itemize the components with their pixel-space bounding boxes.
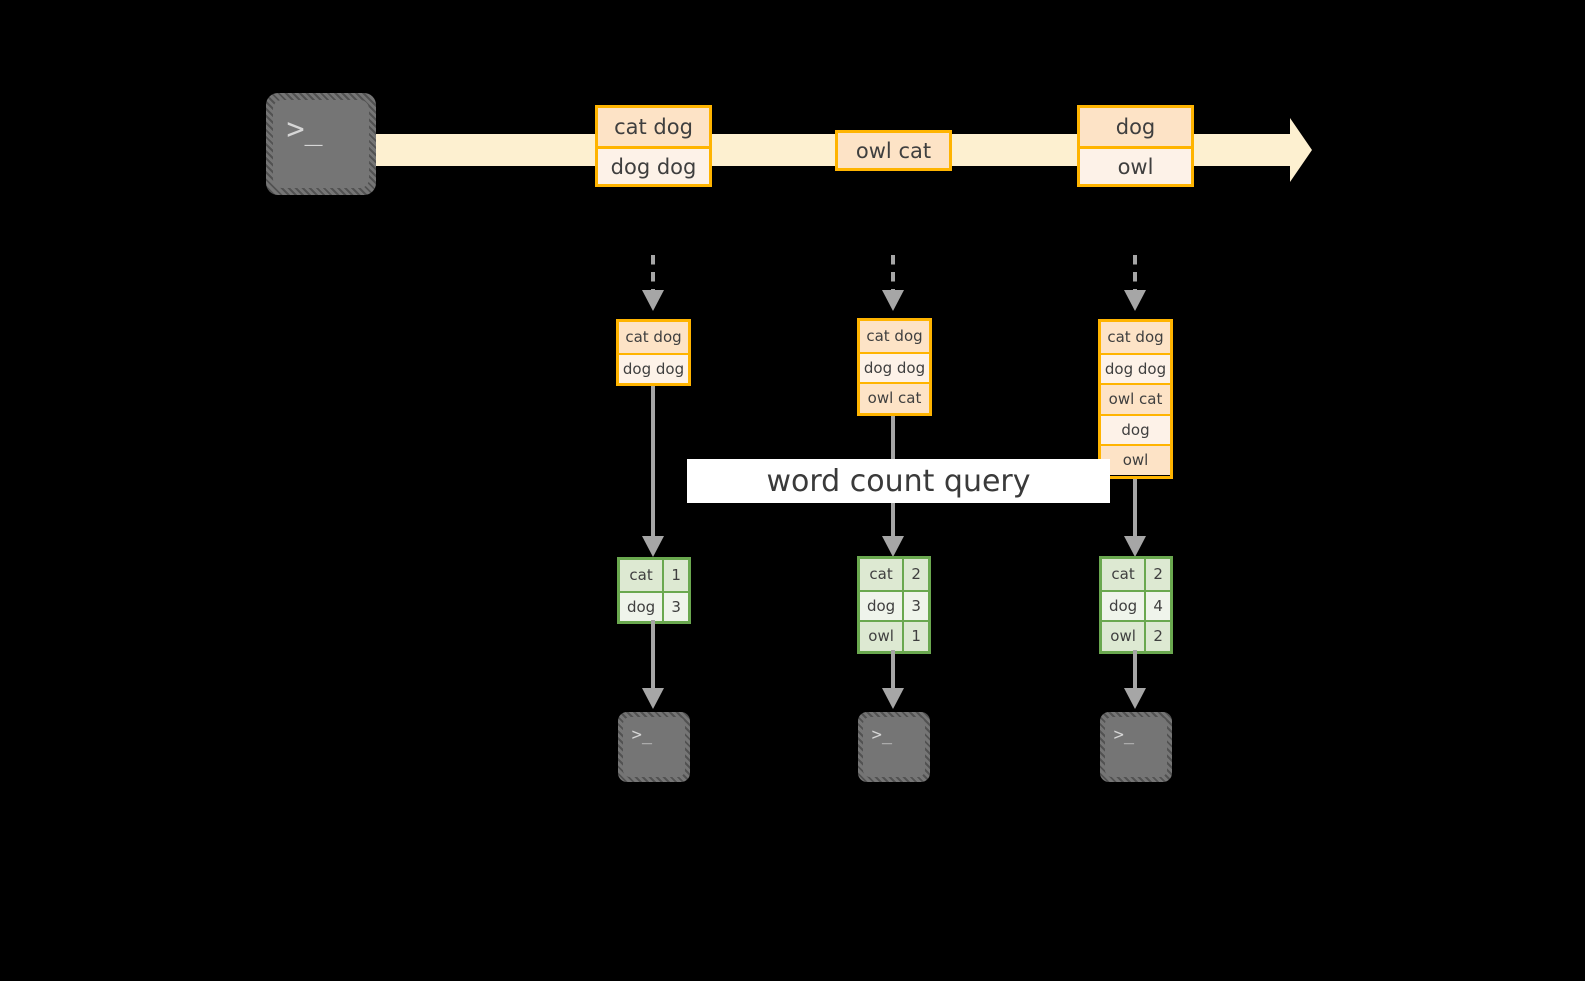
stream-event-1-line-1: cat dog <box>598 108 709 146</box>
stream-event-3[interactable]: dog owl <box>1077 105 1194 187</box>
connector-result-2-to-sink-2-head <box>882 688 904 709</box>
connector-timeline-to-snapshot-1-head <box>642 290 664 311</box>
result-3-count-1: 2 <box>1144 559 1170 590</box>
query-label: word count query <box>687 459 1110 503</box>
result-table-3[interactable]: cat 2 dog 4 owl 2 <box>1099 556 1173 654</box>
result-3-word-2: dog <box>1102 591 1145 620</box>
result-1-count-2: 3 <box>662 592 688 621</box>
connector-snapshot-1-to-result-1-head <box>642 536 664 557</box>
source-terminal-prompt-glyph: >_ <box>286 111 323 147</box>
snapshot-3-line-5: owl <box>1101 444 1170 475</box>
snapshot-3-line-1: cat dog <box>1101 322 1170 353</box>
connector-snapshot-2-to-result-2-head <box>882 536 904 557</box>
connector-result-1-to-sink-1 <box>651 620 655 690</box>
result-1-word-1: cat <box>620 560 663 591</box>
result-2-count-1: 2 <box>902 559 928 590</box>
connector-result-2-to-sink-2 <box>891 650 895 690</box>
table-row: dog 3 <box>620 590 688 621</box>
snapshot-1-line-2: dog dog <box>619 352 688 383</box>
snapshot-2-line-1: cat dog <box>860 321 929 352</box>
table-row: dog 4 <box>1102 589 1170 620</box>
connector-timeline-to-snapshot-1 <box>651 255 655 291</box>
result-table-1[interactable]: cat 1 dog 3 <box>617 557 691 624</box>
result-1-count-1: 1 <box>662 560 688 591</box>
result-table-2[interactable]: cat 2 dog 3 owl 1 <box>857 556 931 654</box>
result-2-count-2: 3 <box>902 591 928 620</box>
table-row: cat 2 <box>1102 559 1170 590</box>
snapshot-3-line-4: dog <box>1101 413 1170 444</box>
result-3-count-3: 2 <box>1144 622 1170 651</box>
stream-event-1-line-2: dog dog <box>598 146 709 184</box>
connector-timeline-to-snapshot-2-head <box>882 290 904 311</box>
sink-terminal-icon-1[interactable]: >_ <box>618 712 690 782</box>
sink-terminal-1-screen: >_ <box>623 717 685 777</box>
snapshot-3-line-2: dog dog <box>1101 352 1170 383</box>
table-row: dog 3 <box>860 589 928 620</box>
snapshot-1-line-1: cat dog <box>619 322 688 353</box>
sink-terminal-2-screen: >_ <box>863 717 925 777</box>
source-terminal-icon[interactable]: >_ <box>266 93 376 195</box>
connector-timeline-to-snapshot-3 <box>1133 255 1137 291</box>
stream-timeline-arrowhead <box>1290 118 1312 182</box>
stream-event-2-line-1: owl cat <box>838 133 949 168</box>
result-2-word-3: owl <box>860 622 903 651</box>
result-1-word-2: dog <box>620 592 663 621</box>
sink-terminal-icon-2[interactable]: >_ <box>858 712 930 782</box>
snapshot-3-line-3: owl cat <box>1101 383 1170 414</box>
sink-terminal-icon-3[interactable]: >_ <box>1100 712 1172 782</box>
table-row: cat 1 <box>620 560 688 591</box>
table-row: owl 2 <box>1102 620 1170 651</box>
source-terminal-screen: >_ <box>273 100 369 188</box>
sink-terminal-2-prompt-glyph: >_ <box>871 725 893 746</box>
connector-snapshot-1-to-result-1 <box>651 386 655 538</box>
snapshot-2-line-3: owl cat <box>860 382 929 413</box>
result-3-word-3: owl <box>1102 622 1145 651</box>
result-2-word-2: dog <box>860 591 903 620</box>
result-2-word-1: cat <box>860 559 903 590</box>
sink-terminal-3-screen: >_ <box>1105 717 1167 777</box>
result-3-word-1: cat <box>1102 559 1145 590</box>
connector-snapshot-3-to-result-3-head <box>1124 536 1146 557</box>
connector-timeline-to-snapshot-2 <box>891 255 895 291</box>
stream-event-3-line-2: owl <box>1080 146 1191 184</box>
table-row: cat 2 <box>860 559 928 590</box>
snapshot-2[interactable]: cat dog dog dog owl cat <box>857 318 932 416</box>
connector-result-3-to-sink-3-head <box>1124 688 1146 709</box>
table-row: owl 1 <box>860 620 928 651</box>
result-3-count-2: 4 <box>1144 591 1170 620</box>
stream-event-2[interactable]: owl cat <box>835 130 952 171</box>
stream-event-1[interactable]: cat dog dog dog <box>595 105 712 187</box>
snapshot-1[interactable]: cat dog dog dog <box>616 319 691 386</box>
snapshot-3[interactable]: cat dog dog dog owl cat dog owl <box>1098 319 1173 479</box>
sink-terminal-3-prompt-glyph: >_ <box>1113 725 1135 746</box>
result-2-count-3: 1 <box>902 622 928 651</box>
snapshot-2-line-2: dog dog <box>860 351 929 382</box>
connector-result-3-to-sink-3 <box>1133 650 1137 690</box>
connector-result-1-to-sink-1-head <box>642 688 664 709</box>
connector-snapshot-3-to-result-3 <box>1133 479 1137 538</box>
sink-terminal-1-prompt-glyph: >_ <box>631 725 653 746</box>
stream-event-3-line-1: dog <box>1080 108 1191 146</box>
connector-timeline-to-snapshot-3-head <box>1124 290 1146 311</box>
